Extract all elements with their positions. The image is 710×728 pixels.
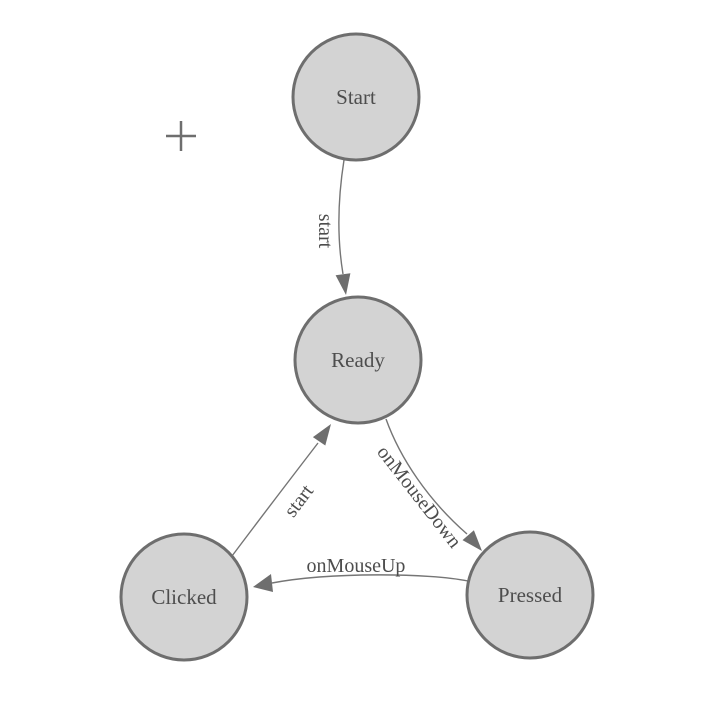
edge-label-start: start	[314, 214, 336, 249]
edge-clicked-to-ready[interactable]: start	[231, 424, 331, 557]
edge-label-onmouseup: onMouseUp	[307, 555, 406, 577]
plus-crosshair-icon	[166, 121, 196, 151]
node-pressed[interactable]: Pressed	[465, 530, 595, 660]
edge-ready-to-pressed[interactable]: onMouseDown	[372, 418, 482, 553]
arrowhead-icon	[335, 273, 351, 295]
edge-line[interactable]	[231, 442, 319, 557]
edge-start-to-ready[interactable]: start	[314, 159, 351, 295]
edge-line[interactable]	[338, 159, 345, 275]
node-clicked[interactable]: Clicked	[119, 532, 249, 662]
edge-label-onmousedown: onMouseDown	[372, 442, 465, 553]
edge-label-start-2: start	[280, 480, 319, 521]
node-start[interactable]: Start	[291, 32, 421, 162]
edge-line[interactable]	[271, 574, 469, 584]
node-label-ready: Ready	[331, 348, 385, 372]
arrowhead-icon	[253, 574, 273, 592]
node-label-start: Start	[336, 85, 376, 109]
node-circle[interactable]	[465, 530, 595, 660]
arrowhead-icon	[462, 530, 482, 551]
node-circle[interactable]	[293, 295, 423, 425]
edge-line[interactable]	[385, 418, 468, 535]
edge-pressed-to-clicked[interactable]: onMouseUp	[253, 555, 469, 592]
node-label-clicked: Clicked	[151, 585, 217, 609]
node-label-pressed: Pressed	[498, 583, 563, 607]
node-circle[interactable]	[291, 32, 421, 162]
node-ready[interactable]: Ready	[293, 295, 423, 425]
arrowhead-icon	[312, 424, 331, 446]
node-circle[interactable]	[119, 532, 249, 662]
